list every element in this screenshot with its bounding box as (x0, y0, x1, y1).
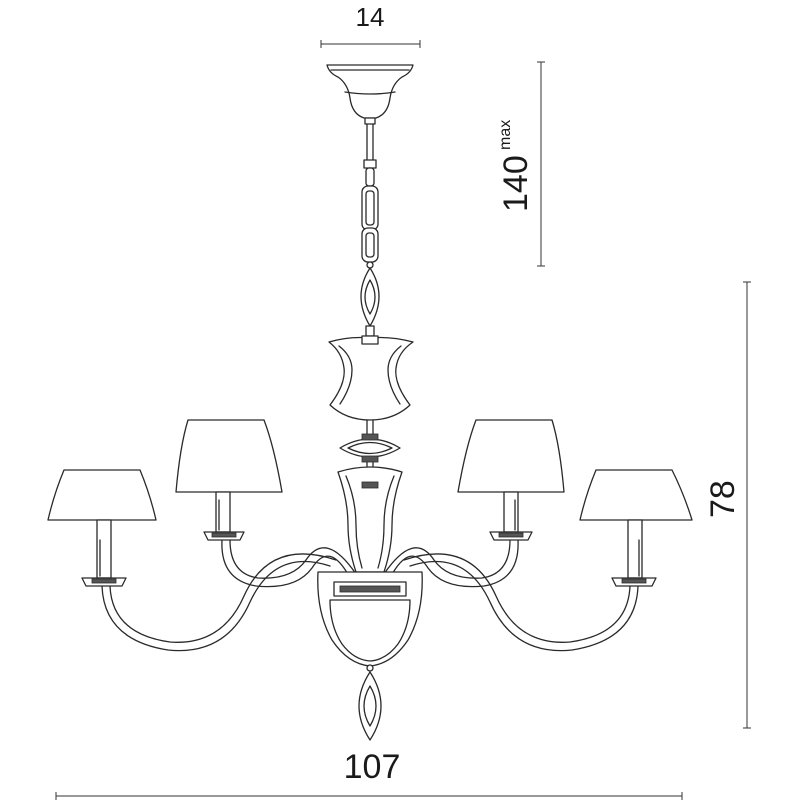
total-width-label: 107 (344, 748, 401, 786)
dimension-body-height: 78 (704, 281, 751, 729)
body-height-label: 78 (704, 480, 742, 518)
suspension-height-label: 140 (497, 155, 535, 212)
canopy (326, 64, 414, 125)
lamp-outer-right (579, 469, 693, 587)
arms (101, 539, 639, 652)
lamp-inner-right (457, 419, 565, 541)
central-column (328, 335, 414, 576)
top-crystal (360, 267, 380, 337)
dimension-top-width: 14 (320, 2, 421, 48)
suspension-max-label: max (497, 120, 514, 150)
chain (361, 123, 379, 269)
dimension-total-width: 107 (55, 748, 683, 800)
bottom-crystal (358, 671, 382, 741)
central-bowl (317, 571, 423, 672)
dimension-suspension-height: 140 max (497, 61, 545, 267)
canopy-width-label: 14 (356, 2, 385, 32)
lamp-outer-left (47, 469, 157, 587)
lamp-inner-left (175, 419, 283, 541)
